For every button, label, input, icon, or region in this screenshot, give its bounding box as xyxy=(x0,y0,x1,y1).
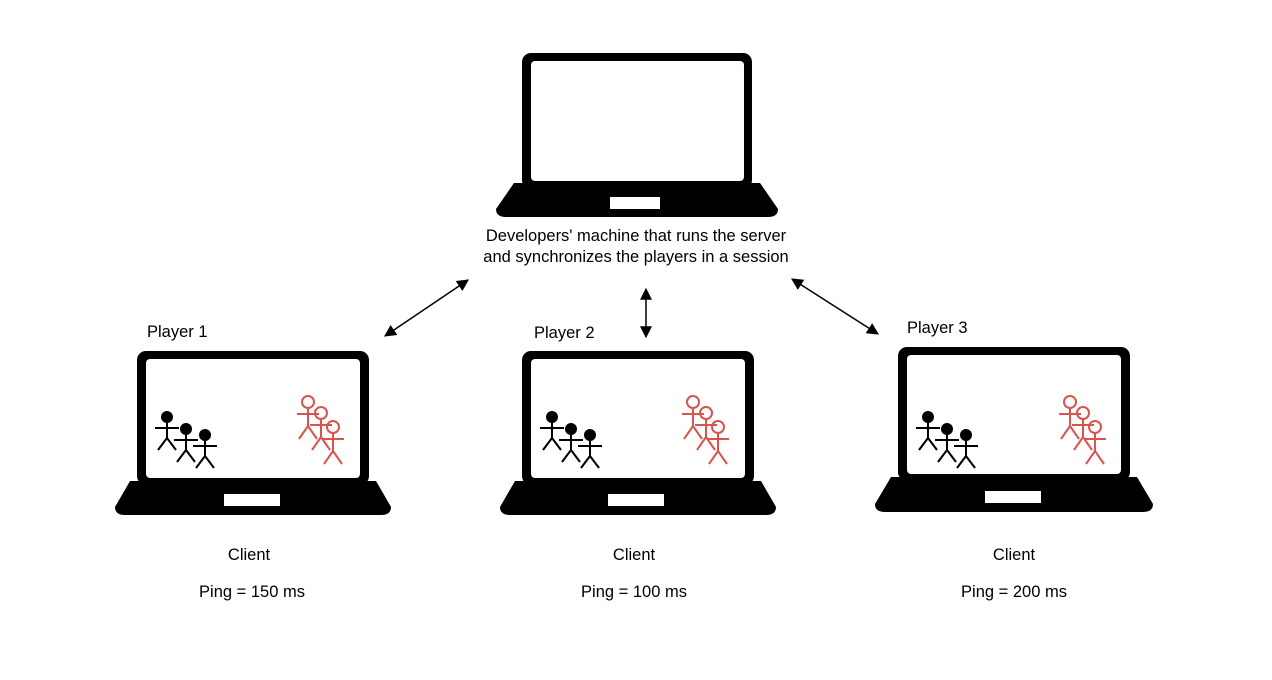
client-3-role: Client xyxy=(992,546,1036,564)
player-2-label: Player 2 xyxy=(534,324,595,342)
client-laptop-icon xyxy=(875,347,1153,512)
client-laptop-icon xyxy=(115,351,391,515)
client-1-role: Client xyxy=(227,546,271,564)
server-laptop-icon xyxy=(496,53,778,217)
link-arrow-player-3 xyxy=(790,278,880,335)
client-laptop-icon xyxy=(500,351,776,515)
client-2-ping: Ping = 100 ms xyxy=(581,583,687,601)
link-arrow-player-1 xyxy=(384,279,469,337)
server-caption-line-1: Developers' machine that runs the server xyxy=(485,227,787,245)
player-3-label: Player 3 xyxy=(907,319,968,337)
client-3-ping: Ping = 200 ms xyxy=(961,583,1067,601)
client-2-role: Client xyxy=(612,546,656,564)
client-1-ping: Ping = 150 ms xyxy=(199,583,305,601)
server-caption: Developers' machine that runs the server… xyxy=(483,226,788,268)
player-1-label: Player 1 xyxy=(147,323,208,341)
server-caption-line-2: and synchronizes the players in a sessio… xyxy=(483,248,789,266)
